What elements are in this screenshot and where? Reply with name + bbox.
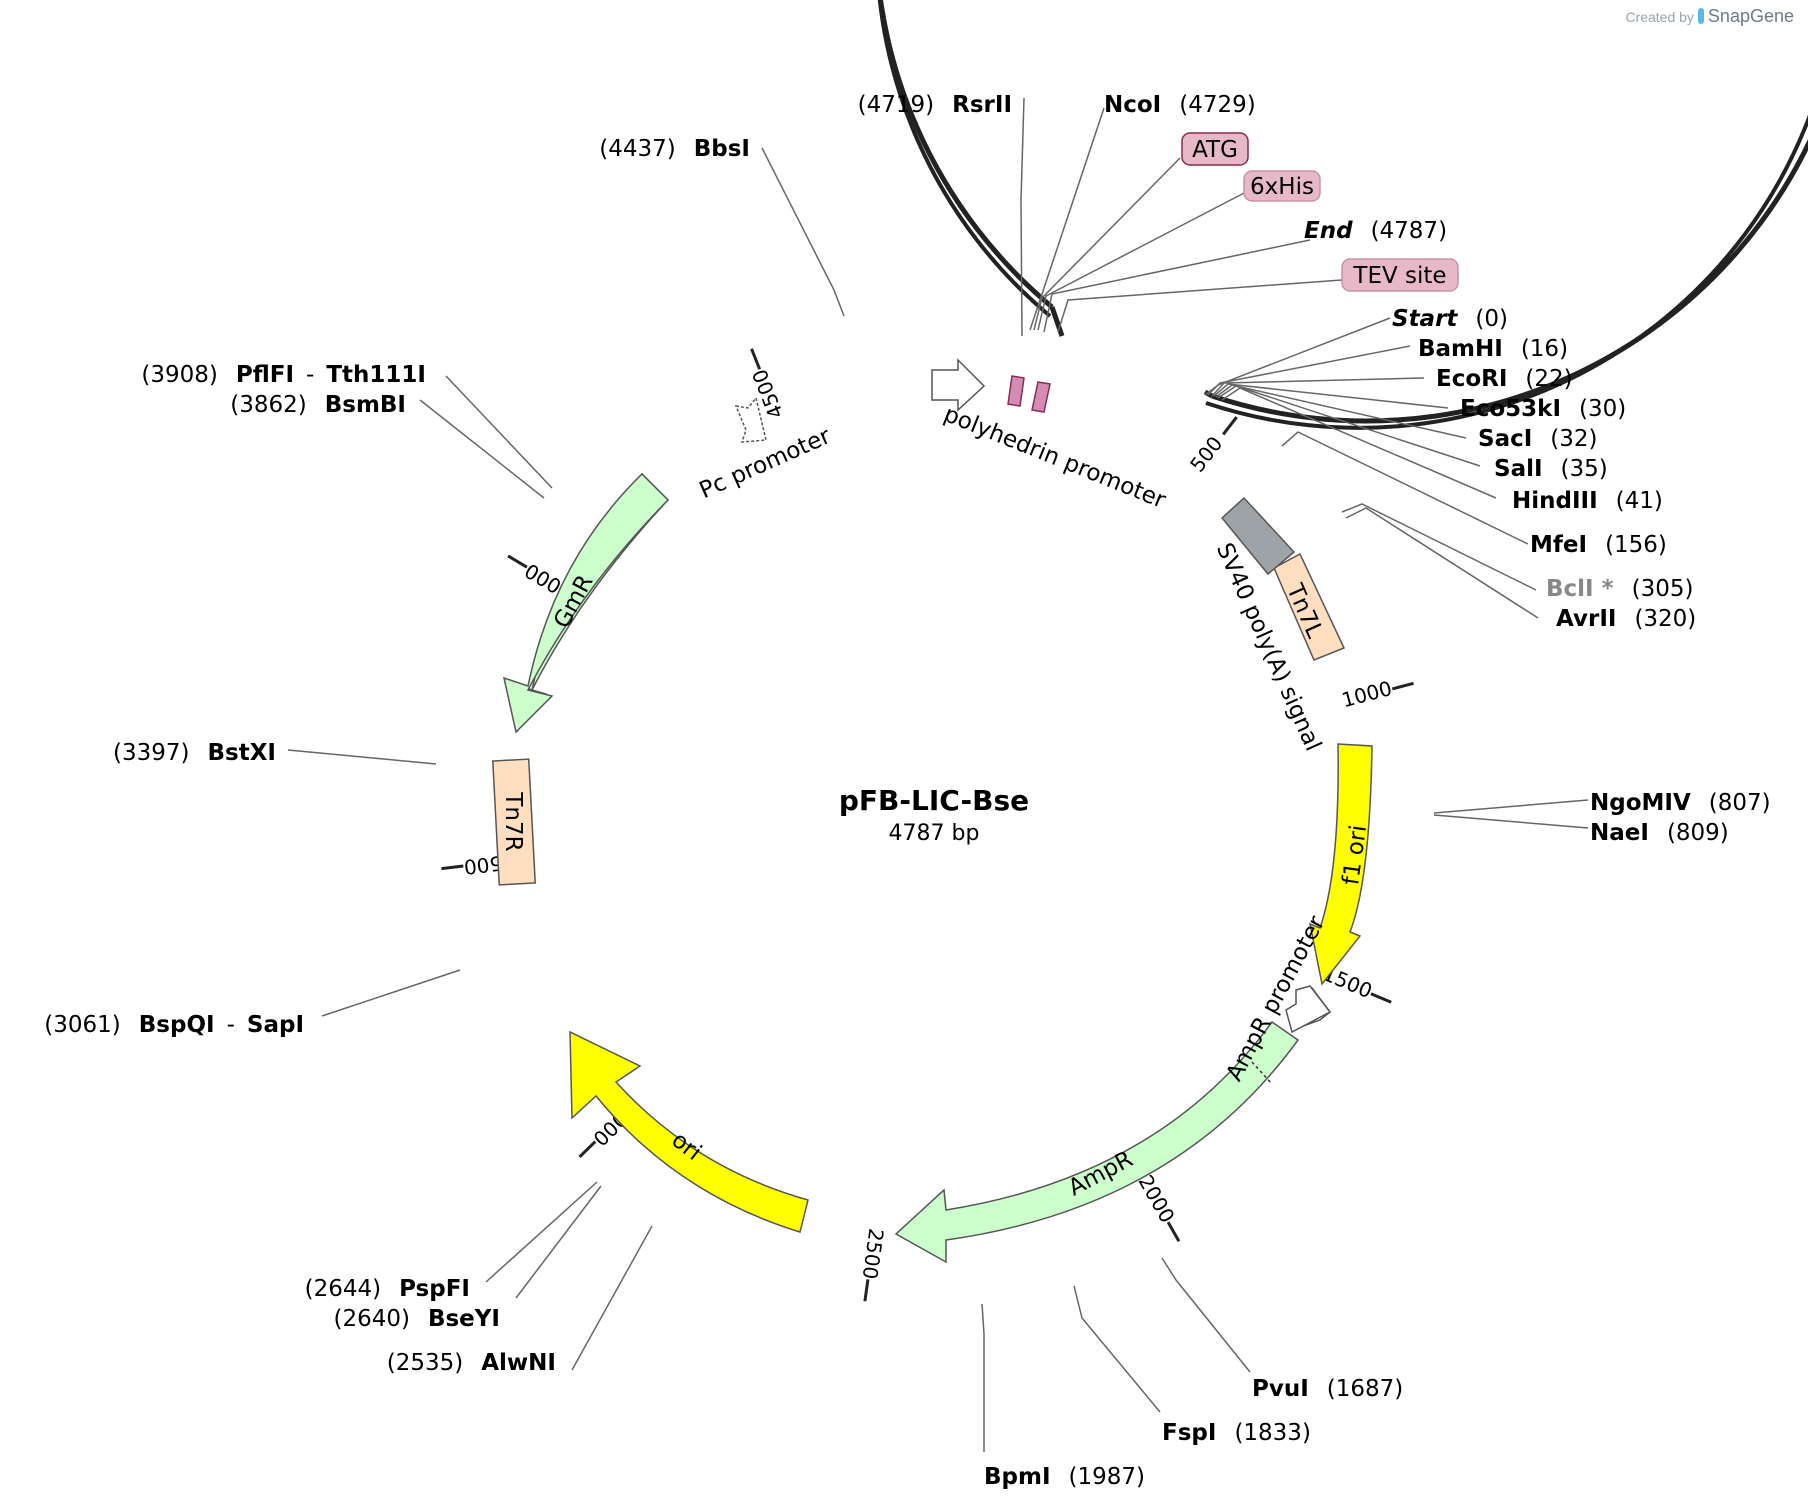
site-bstxi[interactable]: (3397)BstXI	[113, 740, 276, 766]
feature-polh[interactable]	[931, 358, 986, 412]
tick-mark	[578, 1140, 597, 1159]
plasmid-title: pFB-LIC-Bse 4787 bp	[839, 784, 1029, 846]
site-ecori[interactable]: EcoRI(22)	[1436, 366, 1573, 392]
site-hindiii[interactable]: HindIII(41)	[1512, 488, 1663, 514]
orf-label-tev[interactable]: TEV site	[1352, 263, 1446, 289]
site-bbsi[interactable]: (4437)BbsI	[599, 136, 750, 162]
site-alwni[interactable]: (2535)AlwNI	[387, 1350, 556, 1376]
tick-mark	[1391, 681, 1414, 691]
feature-tn7r[interactable]	[491, 758, 537, 886]
site-sali[interactable]: SalI(35)	[1494, 456, 1608, 482]
site-eco53ki[interactable]: Eco53kI(30)	[1460, 396, 1626, 422]
tick-label: 1000	[1339, 676, 1394, 712]
label-polh: polyhedrin promoter	[940, 401, 1169, 514]
feature-ampr-promoter-arrow[interactable]	[1285, 985, 1332, 1034]
label-tn7r: Tn7R	[500, 791, 526, 851]
feature-tn7l[interactable]	[1273, 552, 1346, 661]
feature-sv40[interactable]	[1220, 496, 1296, 576]
features	[491, 358, 1373, 1264]
site-pvui[interactable]: PvuI(1687)	[1252, 1376, 1403, 1402]
site-naei[interactable]: NaeI(809)	[1590, 820, 1729, 846]
site-bcli[interactable]: BclI *(305)	[1546, 576, 1694, 602]
feature-f1ori[interactable]	[1308, 743, 1373, 986]
label-pc: Pc promoter	[696, 423, 835, 504]
orf-atg-mark[interactable]	[1007, 375, 1025, 407]
tick-mark	[507, 554, 528, 569]
credit-prefix: Created by	[1625, 9, 1694, 25]
site-labels: (4719)RsrII NcoI(4729) (4437)BbsI End(47…	[44, 92, 1770, 1490]
site-bamhi[interactable]: BamHI(16)	[1418, 336, 1568, 362]
snapgene-logo-icon	[1697, 8, 1704, 24]
orf-6xhis-mark[interactable]	[1031, 381, 1051, 413]
site-bspqi[interactable]: (3061)BspQI-SapI	[44, 1012, 304, 1038]
ampr-promoter-dash	[1251, 1061, 1273, 1085]
feature-ori[interactable]	[569, 1030, 809, 1233]
feature-ampr[interactable]	[894, 1020, 1300, 1264]
tick-mark	[1370, 992, 1392, 1004]
backbone-outer	[878, 0, 1808, 424]
credit-brand: SnapGene	[1707, 6, 1794, 26]
plasmid-size: 4787 bp	[889, 821, 980, 846]
tick-label: 2500	[858, 1227, 889, 1281]
leader-lines	[287, 97, 1589, 1452]
tick-label: 500	[1185, 432, 1227, 477]
site-avrii[interactable]: AvrII(320)	[1556, 606, 1696, 632]
end-cap	[1049, 306, 1065, 337]
backbone-inner	[877, 0, 1808, 430]
site-pflfi[interactable]: (3908)PflFI-Tth111I	[141, 362, 426, 388]
site-rsrii[interactable]: (4719)RsrII	[858, 92, 1012, 118]
backbone	[877, 0, 1808, 430]
tick-mark	[441, 864, 464, 871]
orf-label-6xhis[interactable]: 6xHis	[1250, 174, 1314, 200]
site-pspfi[interactable]: (2644)PspFI	[305, 1276, 470, 1302]
site-end[interactable]: End(4787)	[1304, 218, 1447, 244]
tick-mark	[1166, 1221, 1181, 1243]
site-saci[interactable]: SacI(32)	[1478, 426, 1598, 452]
orf-label-atg[interactable]: ATG	[1192, 137, 1238, 163]
site-mfei[interactable]: MfeI(156)	[1530, 532, 1667, 558]
snapgene-credit: Created by SnapGene	[1625, 6, 1794, 27]
site-bpmi[interactable]: BpmI(1987)	[984, 1464, 1145, 1490]
plasmid-name: pFB-LIC-Bse	[839, 784, 1029, 817]
site-bseyi[interactable]: (2640)BseYI	[333, 1306, 500, 1332]
tick-mark	[1222, 416, 1238, 436]
site-fspi[interactable]: FspI(1833)	[1162, 1420, 1311, 1446]
feature-gmr-body[interactable]	[502, 472, 670, 734]
tick-mark	[863, 1279, 870, 1302]
orf-labels: ATG 6xHis TEV site	[1181, 132, 1459, 292]
site-bsmbi[interactable]: (3862)BsmBI	[230, 392, 406, 418]
site-ngomiv[interactable]: NgoMIV(807)	[1590, 790, 1771, 816]
tick-mark	[750, 348, 762, 370]
feature-pc[interactable]	[734, 396, 767, 443]
site-ncoi[interactable]: NcoI(4729)	[1104, 92, 1256, 118]
site-start[interactable]: Start(0)	[1392, 306, 1508, 332]
